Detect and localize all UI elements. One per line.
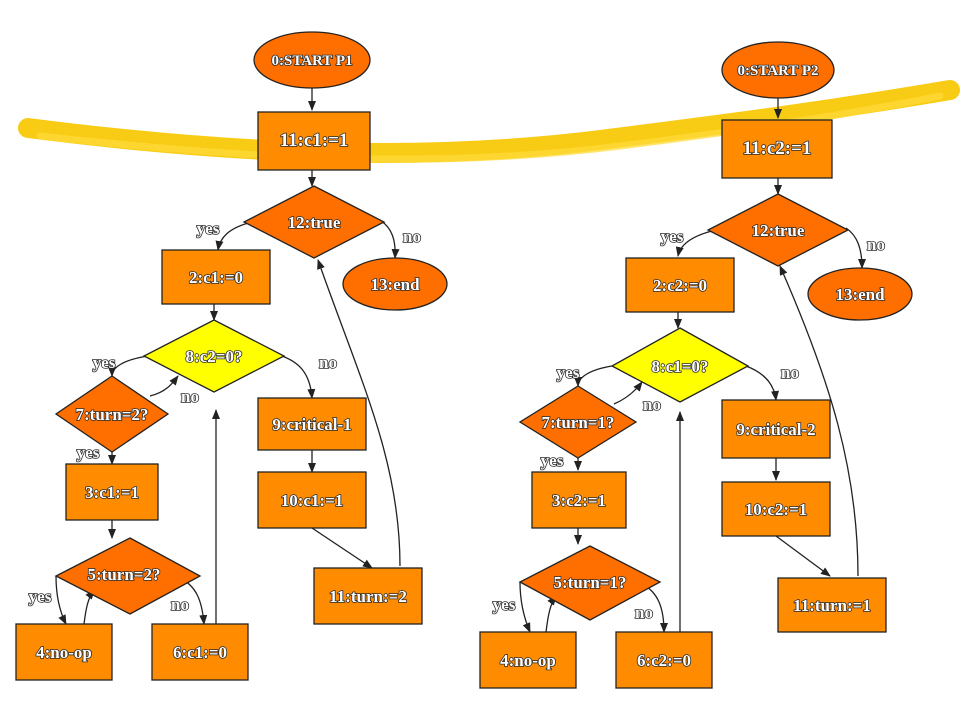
highlighter-stroke	[18, 80, 960, 163]
p2-node-11	[721, 119, 833, 179]
p2-node-6-label: 6:c2:=0	[637, 651, 691, 670]
p2-label-7-yes: yes	[541, 451, 564, 470]
p1-decision-7-label: 7:turn=2?	[76, 405, 149, 424]
p1-node-6	[151, 623, 249, 681]
process-p2: 0:START P2 11:c2:=1 12:true 13:end 2:c2:…	[479, 41, 913, 689]
p2-end-label: 13:end	[835, 285, 885, 304]
p2-label-12-no: no	[867, 235, 885, 254]
highlighter-stroke-inner	[36, 92, 944, 163]
edge-p2-12-to-13	[845, 227, 866, 269]
p1-decision-8-label: 8:c2=0?	[186, 347, 243, 366]
edge-p2-12-to-2	[675, 229, 717, 257]
p1-node-3-label: 3:c1:=1	[85, 483, 139, 502]
p1-end-label: 13:end	[370, 275, 420, 294]
p2-edges	[519, 98, 866, 633]
p1-node-2-label: 2:c1:=0	[189, 268, 243, 287]
p1-label-7-yes: yes	[77, 443, 100, 462]
p1-decision-5	[54, 537, 202, 615]
edge-p1-12-to-13	[379, 219, 400, 259]
p2-node-4	[479, 631, 577, 689]
edge-p1-11b-to-12	[317, 259, 401, 567]
p2-label-7-no: no	[643, 395, 661, 414]
edge-p2-11b-to-12	[779, 265, 859, 577]
p1-label-8-yes: yes	[93, 353, 116, 372]
p2-start-label: 0:START P2	[737, 63, 818, 79]
p2-node-2-label: 2:c2:=0	[653, 276, 707, 295]
p2-label-5-no: no	[635, 603, 653, 622]
p2-decision-8-label: 8:c1=0?	[652, 357, 709, 376]
p2-node-3-label: 3:c2:=1	[552, 491, 606, 510]
p1-label-12-yes: yes	[197, 219, 220, 238]
p2-node-10-label: 10:c2:=1	[745, 500, 808, 519]
edge-p2-8-to-7	[574, 365, 613, 387]
p1-label-5-no: no	[171, 595, 189, 614]
p1-node-3	[65, 463, 159, 521]
p2-label-8-no: no	[781, 363, 799, 382]
p2-node-9-label: 9:critical-2	[736, 420, 815, 439]
edge-p1-8-to-7	[108, 355, 149, 377]
edge-p1-12-to-2	[215, 221, 253, 251]
edge-p2-8-to-9	[745, 365, 779, 401]
p2-node-6	[615, 631, 713, 689]
p1-node-2	[161, 249, 271, 305]
p1-decision-8	[142, 319, 286, 393]
p1-label-12-no: no	[403, 227, 421, 246]
p2-decision-7	[518, 385, 638, 459]
p2-node-11b	[777, 577, 887, 633]
p2-start-node	[721, 41, 835, 99]
p1-node-9	[257, 397, 367, 451]
p1-label-7-no: no	[181, 387, 199, 406]
p1-decision-12	[242, 185, 386, 259]
p1-label-8-no: no	[319, 353, 337, 372]
p1-end-node	[342, 257, 448, 311]
p2-label-8-yes: yes	[557, 363, 580, 382]
p1-start-node	[253, 31, 371, 89]
edge-p1-5-to-4	[55, 575, 67, 625]
p1-node-4-label: 4:no-op	[36, 643, 92, 662]
p2-label-12-yes: yes	[661, 227, 684, 246]
p2-label-5-yes: yes	[493, 595, 516, 614]
p1-node-9-label: 9:critical-1	[272, 415, 351, 434]
p1-decision-12-label: 12:true	[288, 213, 341, 232]
edge-p1-10-to-11b	[311, 527, 373, 569]
p1-node-11b	[313, 567, 423, 625]
p1-label-5-yes: yes	[29, 587, 52, 606]
p2-node-4-label: 4:no-op	[500, 651, 556, 670]
p1-node-10	[257, 471, 367, 529]
edge-p1-7-to-8	[149, 375, 179, 397]
p2-decision-5	[518, 545, 662, 621]
edge-p1-8-to-9	[281, 355, 316, 399]
p1-decision-7	[54, 375, 170, 453]
p1-node-11b-label: 11:turn:=2	[329, 587, 407, 606]
p2-node-2	[625, 257, 735, 313]
edge-p2-10-to-11b	[775, 535, 831, 577]
p1-node-4	[15, 623, 113, 681]
p2-node-10	[721, 481, 831, 537]
p2-decision-8	[610, 327, 750, 403]
edge-p2-5-to-4	[519, 581, 531, 633]
p2-node-3	[531, 471, 627, 529]
p1-start-label: 0:START P1	[271, 53, 352, 69]
process-p1: 0:START P1 11:c1:=1 12:true 13:end 2:c1:…	[15, 31, 448, 681]
p1-node-10-label: 10:c1:=1	[281, 491, 344, 510]
p1-node-6-label: 6:c1:=0	[173, 643, 227, 662]
p1-decision-5-label: 5:turn=2?	[88, 565, 161, 584]
p2-node-9	[721, 399, 831, 459]
edge-p2-7-to-8	[613, 381, 643, 405]
p1-node-11	[257, 111, 371, 171]
p2-node-11-label: 11:c2:=1	[743, 138, 812, 159]
p2-end-node	[807, 267, 913, 321]
p2-decision-12-label: 12:true	[752, 221, 805, 240]
p2-decision-7-label: 7:turn=1?	[542, 413, 615, 432]
p2-node-11b-label: 11:turn:=1	[793, 596, 871, 615]
p2-decision-5-label: 5:turn=1?	[554, 573, 627, 592]
p2-decision-12	[706, 193, 850, 267]
p1-node-11-label: 11:c1:=1	[280, 130, 349, 151]
